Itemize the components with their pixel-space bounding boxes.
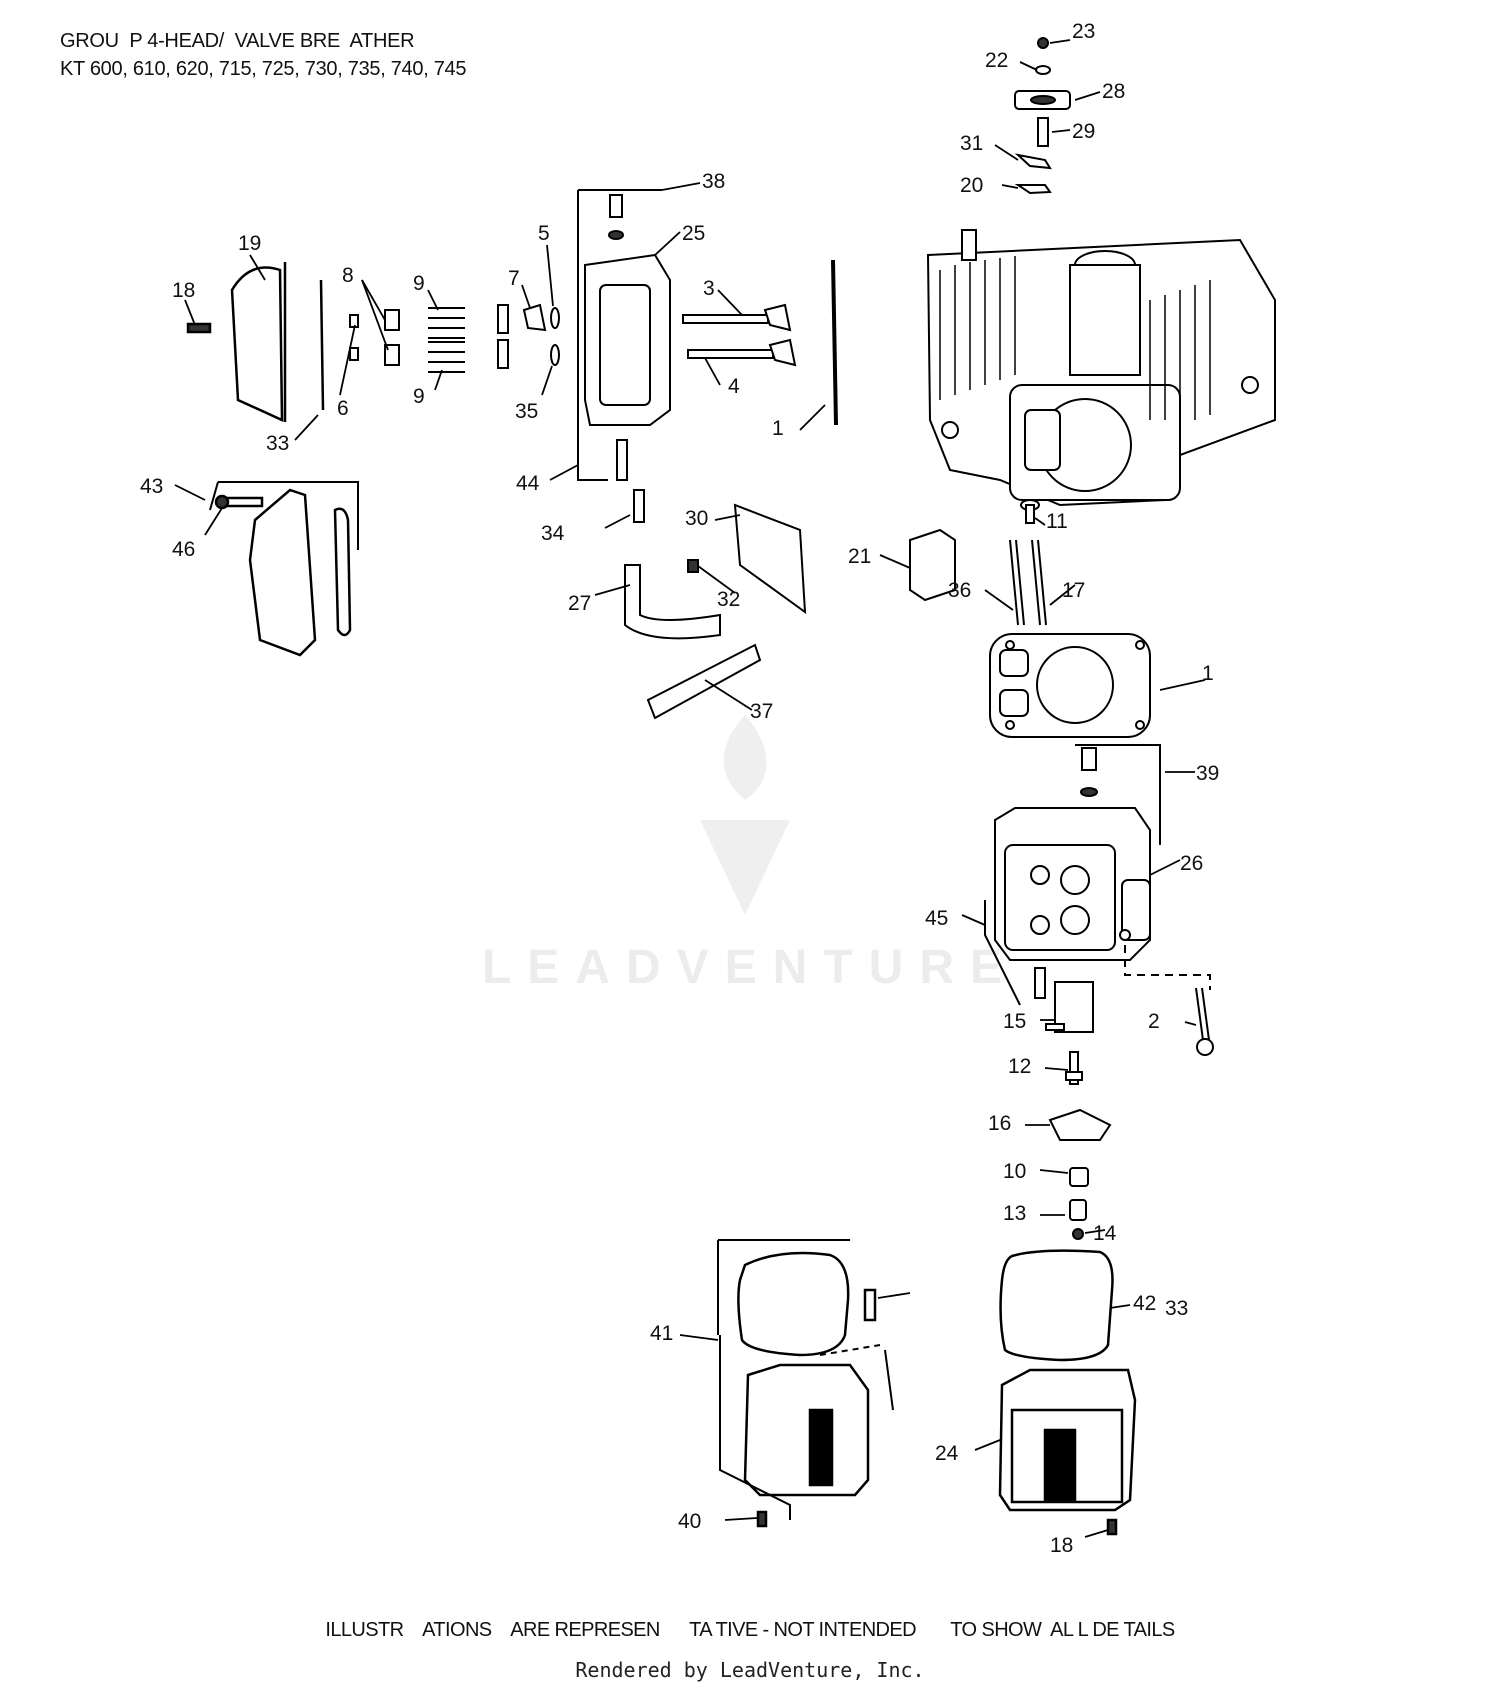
callout-39: 39 xyxy=(1196,762,1219,785)
callout-30: 30 xyxy=(685,507,708,530)
callout-26: 26 xyxy=(1180,852,1203,875)
head-bracket-lines xyxy=(984,744,1211,1006)
callout-22: 22 xyxy=(985,49,1008,72)
callout-33: 33 xyxy=(1165,1297,1188,1320)
valve-cover-right xyxy=(998,1249,1137,1536)
callout-32: 32 xyxy=(717,588,740,611)
callout-28: 28 xyxy=(1102,80,1125,103)
callout-10: 10 xyxy=(1003,1160,1026,1183)
cylinder-head-left xyxy=(584,194,671,481)
diagram-title: GROU P 4-HEAD/ VALVE BRE ATHER xyxy=(60,30,415,52)
breather-cover-upper xyxy=(186,262,325,422)
callout-33: 33 xyxy=(266,432,289,455)
leader-lines xyxy=(174,39,1206,1538)
valve-springs xyxy=(349,303,560,373)
crankcase-block xyxy=(926,229,1276,507)
breather-bracket-parts xyxy=(1014,37,1071,195)
callout-labels: 23 22 28 29 31 20 38 25 57 3 19 18 8 9 9 6 4 35 33 1 43 46 44 3… xyxy=(140,20,1219,1557)
callout-24: 24 xyxy=(935,1442,959,1465)
valves xyxy=(682,303,797,367)
head-small-parts xyxy=(1034,967,1214,1240)
watermark-text: LEADVENTURE xyxy=(481,941,1019,994)
callout-5: 5 xyxy=(538,222,550,245)
callout-1: 1 xyxy=(1202,662,1214,685)
callout-8: 8 xyxy=(342,264,354,287)
valve-cover-kit xyxy=(737,1251,877,1528)
callout-37: 37 xyxy=(750,700,773,723)
callout-23: 23 xyxy=(1072,20,1095,43)
breather-cover-lower xyxy=(214,488,352,657)
callout-21: 21 xyxy=(848,545,871,568)
callout-46: 46 xyxy=(172,538,195,561)
head-gasket-edge xyxy=(831,259,838,426)
left-bracket-lines xyxy=(577,189,662,481)
callout-40: 40 xyxy=(678,1510,701,1533)
callout-13: 13 xyxy=(1003,1202,1026,1225)
rendered-by-credit: Rendered by LeadVenture, Inc. xyxy=(575,1658,925,1682)
head-gasket-right xyxy=(989,633,1151,738)
lifter-and-pushrods xyxy=(909,499,1047,626)
callout-18: 18 xyxy=(1050,1534,1073,1557)
callout-31: 31 xyxy=(960,132,983,155)
callout-15: 15 xyxy=(1003,1010,1026,1033)
callout-34: 34 xyxy=(541,522,565,545)
watermark-logo xyxy=(700,715,790,915)
callout-9: 9 xyxy=(413,272,425,295)
engine-models: KT 600, 610, 620, 715, 725, 730, 735, 74… xyxy=(60,58,467,80)
callout-36: 36 xyxy=(948,579,971,602)
callout-14: 14 xyxy=(1093,1222,1117,1245)
callout-19: 19 xyxy=(238,232,261,255)
kit-43-bracket xyxy=(209,481,359,550)
callout-29: 29 xyxy=(1072,120,1095,143)
callout-1: 1 xyxy=(772,417,784,440)
callout-9: 9 xyxy=(413,385,425,408)
callout-4: 4 xyxy=(728,375,740,398)
kit-bracket-lines xyxy=(717,1239,894,1520)
callout-43: 43 xyxy=(140,475,163,498)
callout-11: 11 xyxy=(1046,510,1068,533)
callout-2: 2 xyxy=(1148,1010,1160,1033)
callout-27: 27 xyxy=(568,592,591,615)
disclaimer-text: ILLUSTR ATIONS ARE REPRESEN TA TIVE - NO… xyxy=(325,1619,1175,1641)
breather-tube-group xyxy=(624,489,807,720)
callout-17: 17 xyxy=(1062,579,1085,602)
callout-25: 25 xyxy=(682,222,705,245)
callout-3: 3 xyxy=(703,277,715,300)
callout-42: 42 xyxy=(1133,1292,1156,1315)
callout-16: 16 xyxy=(988,1112,1011,1135)
callout-7: 7 xyxy=(508,267,520,290)
callout-41: 41 xyxy=(650,1322,673,1345)
callout-6: 6 xyxy=(337,397,349,420)
callout-35: 35 xyxy=(515,400,538,423)
callout-20: 20 xyxy=(960,174,983,197)
callout-44: 44 xyxy=(516,472,540,495)
cylinder-head-right xyxy=(994,747,1151,961)
callout-38: 38 xyxy=(702,170,725,193)
callout-12: 12 xyxy=(1008,1055,1031,1078)
callout-18: 18 xyxy=(172,279,195,302)
callout-45: 45 xyxy=(925,907,948,930)
